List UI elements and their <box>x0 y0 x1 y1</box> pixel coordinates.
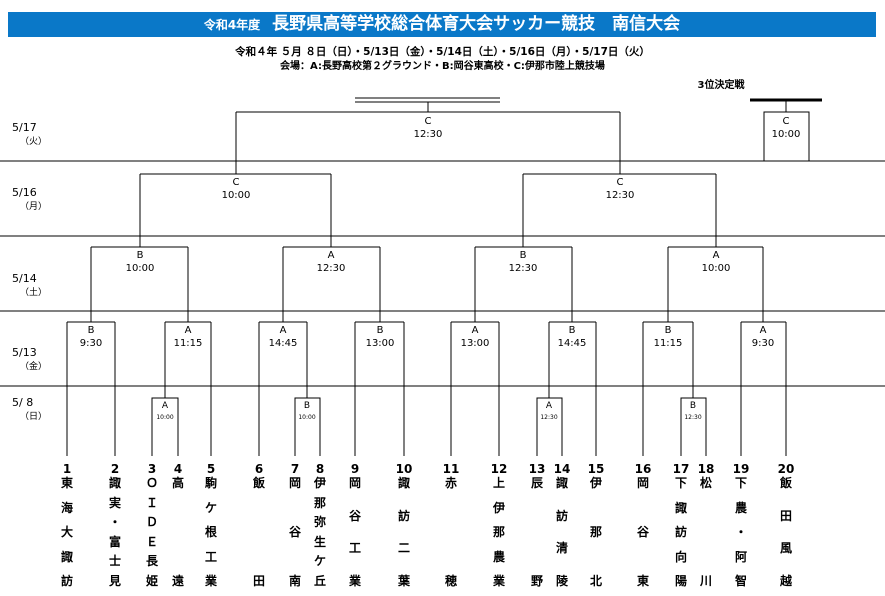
match-time: 13:00 <box>461 338 490 349</box>
team-name: 伊那北 <box>589 476 602 588</box>
match-time: 13:00 <box>366 338 395 349</box>
match-time: 10:00 <box>222 190 251 201</box>
team-name: 下諏訪向陽 <box>674 476 687 588</box>
match-time: 9:30 <box>752 338 774 349</box>
schedule-dates: 令和４年 ５月 ８日（日）・5/13日（金）・5/14日（土）・5/16日（月）… <box>235 46 650 58</box>
match-venue: A <box>713 250 720 261</box>
team-number: 18 <box>697 462 715 476</box>
team-name: 諏訪清陵 <box>555 476 568 588</box>
match-time: 10:00 <box>126 263 155 274</box>
match-venue: B <box>569 325 576 336</box>
team-number: 2 <box>110 462 120 476</box>
match-time: 10:00 <box>298 414 315 421</box>
team-name: 上伊那農業 <box>492 476 505 588</box>
team-name: 東海大諏訪 <box>60 476 73 588</box>
day-label: 5/ 8 <box>12 396 33 409</box>
match-time: 12:30 <box>606 190 635 201</box>
title-year: 令和4年度 <box>203 18 261 32</box>
match-time: 14:45 <box>558 338 587 349</box>
venue-info: 会場：A:長野高校第２グラウンド・B:岡谷東高校・C:伊那市陸上競技場 <box>280 61 605 72</box>
match-venue: A <box>185 325 192 336</box>
team-number: 7 <box>290 462 300 476</box>
match-venue: A <box>328 250 335 261</box>
match-time: 10:00 <box>156 414 173 421</box>
day-label: 5/16 <box>12 186 37 199</box>
match-venue: B <box>377 325 384 336</box>
day-label: 5/14 <box>12 272 37 285</box>
match-time: 11:15 <box>174 338 203 349</box>
team-name: 諏訪二葉 <box>397 476 410 588</box>
match-time: 12:30 <box>317 263 346 274</box>
match-venue: A <box>472 325 479 336</box>
day-label: 5/17 <box>12 121 37 134</box>
match-time: 11:15 <box>654 338 683 349</box>
team-number: 1 <box>62 462 72 476</box>
team-name: 辰野 <box>530 476 543 588</box>
page-title: 令和4年度長野県高等学校総合体育大会サッカー競技 南信大会 <box>8 14 876 36</box>
match-time: 14:45 <box>269 338 298 349</box>
match-time: 10:00 <box>702 263 731 274</box>
team-number: 16 <box>634 462 652 476</box>
match-venue: C <box>783 116 790 127</box>
team-number: 11 <box>442 462 460 476</box>
team-number: 9 <box>350 462 360 476</box>
team-number: 5 <box>206 462 216 476</box>
day-label: 5/13 <box>12 346 37 359</box>
team-number: 19 <box>732 462 750 476</box>
team-name: 岡谷南 <box>288 476 301 588</box>
match-venue: B <box>88 325 95 336</box>
team-number: 20 <box>777 462 795 476</box>
match-venue: A <box>280 325 287 336</box>
team-number: 17 <box>672 462 690 476</box>
team-number: 13 <box>528 462 546 476</box>
team-number: 8 <box>315 462 325 476</box>
title-text: 長野県高等学校総合体育大会サッカー競技 南信大会 <box>272 14 681 34</box>
team-name: 下農・阿智 <box>734 476 747 588</box>
title-banner: 令和4年度長野県高等学校総合体育大会サッカー競技 南信大会 <box>8 12 876 37</box>
match-time: 9:30 <box>80 338 102 349</box>
weekday-label: （火） <box>20 136 47 147</box>
team-number: 3 <box>147 462 157 476</box>
match-venue: B <box>520 250 527 261</box>
team-number: 12 <box>490 462 508 476</box>
team-name: 岡谷東 <box>636 476 649 588</box>
team-number: 14 <box>553 462 571 476</box>
match-venue: A <box>162 401 169 411</box>
weekday-label: （月） <box>20 201 47 212</box>
match-venue: C <box>233 177 240 188</box>
team-name: 諏実・富士見 <box>108 476 121 588</box>
team-name: 松川 <box>699 476 712 588</box>
team-name: 飯田 <box>252 476 265 588</box>
match-venue: C <box>617 177 624 188</box>
team-number: 10 <box>395 462 413 476</box>
team-name: 駒ケ根工業 <box>204 476 217 588</box>
team-number: 15 <box>587 462 605 476</box>
match-time: 12:30 <box>684 414 701 421</box>
third-place-label: 3位決定戦 <box>698 78 746 91</box>
match-time: 12:30 <box>540 414 557 421</box>
match-time: 12:30 <box>509 263 538 274</box>
team-number: 6 <box>254 462 264 476</box>
match-venue: C <box>425 116 432 127</box>
team-name: 飯田風越 <box>779 476 792 588</box>
team-number: 4 <box>173 462 183 476</box>
team-name: 伊那弥生ケ丘 <box>313 476 326 588</box>
match-time: 12:30 <box>414 129 443 140</box>
match-venue: B <box>304 401 310 411</box>
weekday-label: （土） <box>20 286 47 298</box>
match-time: 10:00 <box>772 129 801 140</box>
team-name: 高遠 <box>171 476 184 588</box>
match-venue: B <box>137 250 144 261</box>
match-venue: A <box>760 325 767 336</box>
team-name: 岡谷工業 <box>348 476 361 588</box>
match-venue: B <box>665 325 672 336</box>
weekday-label: （日） <box>20 411 47 422</box>
match-venue: A <box>546 401 553 411</box>
team-name: 赤穂 <box>444 476 457 588</box>
match-venue: B <box>690 401 696 411</box>
weekday-label: （金） <box>20 360 47 372</box>
